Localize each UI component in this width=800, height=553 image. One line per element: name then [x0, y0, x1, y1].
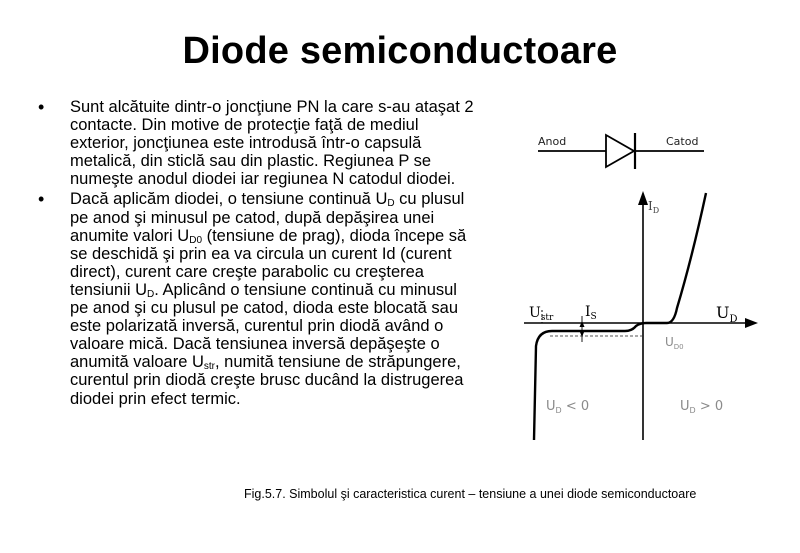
iv-curve — [532, 192, 708, 441]
subscript: str — [203, 361, 216, 373]
iv-characteristic: UD ID Ustr IS UD0 UD < 0 UD > 0 — [524, 191, 758, 441]
bullet-list: • Sunt alcătuite dintr-o joncţiune PN la … — [38, 98, 478, 410]
page-title: Diode semiconductoare — [182, 30, 618, 72]
subscript: D — [387, 198, 395, 210]
axis-y-label: ID — [648, 199, 659, 215]
bullet-dot: • — [38, 97, 45, 117]
subscript: D0 — [189, 234, 203, 246]
axis-x-label: UD — [716, 303, 738, 325]
bullet-item-1: • Sunt alcătuite dintr-o joncţiune PN la … — [38, 98, 478, 188]
is-arrow-down-icon — [579, 331, 585, 337]
anode-label: Anod — [538, 135, 566, 148]
y-axis-arrow-icon — [638, 191, 648, 205]
cathode-label: Catod — [666, 135, 698, 148]
threshold-voltage-label: UD0 — [665, 335, 684, 351]
figure-caption: Fig.5.7. Simbolul şi caracteristica cure… — [244, 487, 697, 501]
bullet-item-2: • Dacă aplicăm diodei, o tensiune continu… — [38, 190, 478, 407]
forward-region-label: UD > 0 — [680, 399, 723, 415]
bullet-text-2: Dacă aplicăm diodei, o tensiune continuă… — [70, 190, 467, 408]
diode-symbol: Anod Catod — [538, 133, 704, 169]
reverse-current-label: IS — [585, 304, 597, 322]
bullet-dot: • — [38, 189, 45, 210]
diode-triangle — [605, 133, 636, 169]
breakdown-voltage-label: Ustr — [529, 305, 554, 323]
diode-diagram: Anod Catod UD ID Ustr IS — [524, 133, 758, 441]
reverse-region-label: UD < 0 — [546, 399, 589, 415]
x-axis-arrow-icon — [745, 318, 758, 328]
is-arrow-up-icon — [579, 321, 585, 327]
subscript: D — [147, 288, 155, 300]
bullet-text-1: Sunt alcătuite dintr-o joncţiune PN la c… — [70, 98, 474, 189]
